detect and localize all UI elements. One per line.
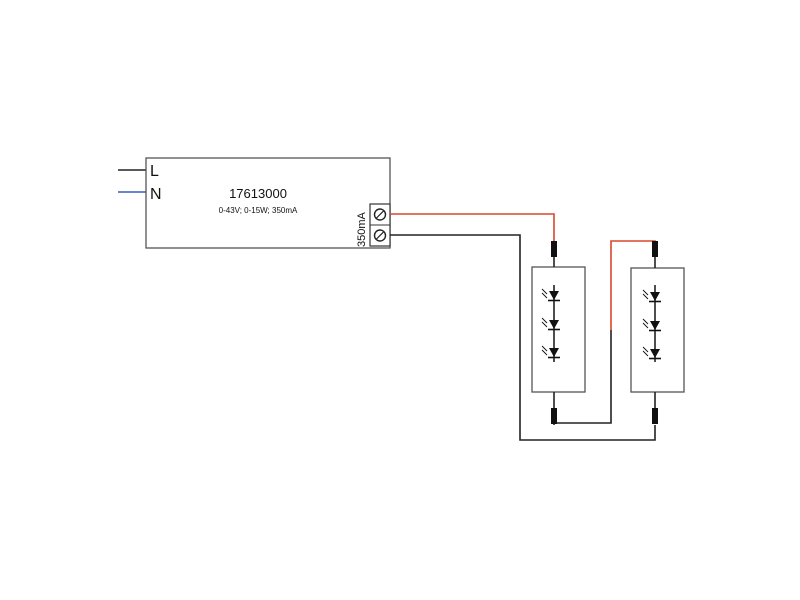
positive-terminal-screw [373,208,387,221]
led-driver-box [145,157,391,249]
output-current-label: 350mA [356,211,368,247]
negative-terminal-screw [373,229,387,242]
module-1-bottom-connector [551,408,557,424]
driver-spec: 0-43V; 0-15W; 350mA [219,206,298,215]
negative-output-wire [390,234,656,441]
module-2-top-connector [652,241,658,257]
led-icon [541,288,560,302]
line-label: L [150,163,159,180]
led-icon [642,289,661,303]
module-1-top-connector [551,241,557,257]
module-2-bottom-connector [652,408,658,424]
positive-output-wire [390,213,555,243]
led-module-1 [531,241,586,424]
led-icon [642,318,661,332]
led-icon [541,345,560,359]
neutral-label: N [150,186,162,203]
driver-model-number: 17613000 [229,186,287,201]
led-module-2 [630,241,685,424]
led-icon [541,317,560,331]
led-icon [642,346,661,360]
